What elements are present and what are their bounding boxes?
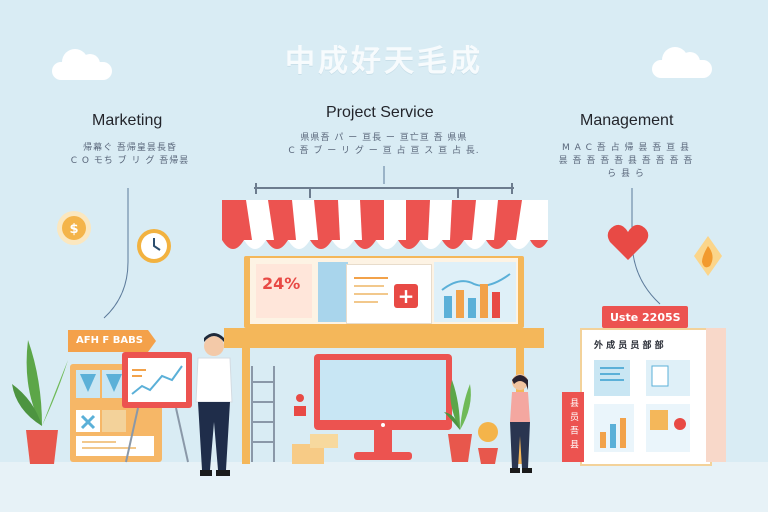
section-desc-marketing: 帰幕ぐ 吾帰皇昙長昏 C O モち ブ リ グ 吾帰昙 bbox=[70, 143, 190, 166]
right-board-widgets bbox=[594, 360, 690, 452]
right-header-tag bbox=[602, 306, 688, 328]
map-panel bbox=[318, 262, 348, 322]
stat-value: 24% bbox=[262, 274, 301, 293]
potted-plant-center bbox=[444, 380, 472, 462]
plus-icon: + bbox=[394, 284, 418, 308]
dollar-icon: $ bbox=[57, 211, 91, 245]
clock-icon bbox=[137, 229, 171, 263]
man-figure bbox=[195, 333, 233, 476]
right-header-label: Uste 2205S bbox=[610, 311, 681, 324]
right-post bbox=[706, 328, 726, 462]
shop-post-left bbox=[242, 348, 250, 464]
section-title-management: Management bbox=[580, 112, 674, 129]
cardboard-boxes bbox=[292, 434, 338, 464]
cloud-icon bbox=[52, 49, 112, 80]
shop-awning bbox=[222, 200, 548, 249]
fire-icon bbox=[694, 236, 722, 276]
left-banner-label: AFH F ВАВS bbox=[76, 335, 143, 346]
document-lines bbox=[354, 277, 388, 303]
computer-monitor bbox=[314, 354, 452, 460]
shop-counter bbox=[224, 328, 544, 348]
section-desc-management: M A C 吾 占 帰 昙 吾 亘 县 昙 吾 吾 吾 吾 县 吾 吾 吾 吾 … bbox=[558, 143, 694, 179]
vertical-sign-label: 县 员 吾 县 bbox=[568, 398, 578, 450]
stat-poster bbox=[256, 264, 312, 318]
section-desc-project-service: 県県吾 パ ー 亘長 ー 亘亡亘 吾 県県 C 吾 ブ ー リ グ ー 亘 占 … bbox=[288, 133, 480, 156]
cloud-icon bbox=[652, 47, 712, 78]
left-banner bbox=[68, 330, 156, 352]
section-title-marketing: Marketing bbox=[92, 112, 163, 129]
woman-figure bbox=[510, 374, 532, 473]
vertical-sign bbox=[562, 392, 584, 462]
sun-plant bbox=[478, 422, 498, 464]
left-board-tiles bbox=[76, 370, 154, 456]
ground bbox=[0, 462, 768, 512]
shop-rail bbox=[254, 183, 514, 198]
small-plant bbox=[294, 394, 306, 416]
mini-bar-chart bbox=[441, 273, 511, 318]
potted-plant-left bbox=[12, 340, 68, 464]
right-board-subtitle: 外 成 员 员 部 部 bbox=[594, 341, 664, 351]
easel-chart bbox=[122, 352, 192, 463]
svg-text:$: $ bbox=[69, 222, 78, 237]
page-title: 中成好天毛成 bbox=[285, 44, 483, 79]
heart-icon bbox=[607, 224, 649, 260]
section-title-project-service: Project Service bbox=[326, 104, 434, 121]
ladder bbox=[251, 366, 275, 462]
